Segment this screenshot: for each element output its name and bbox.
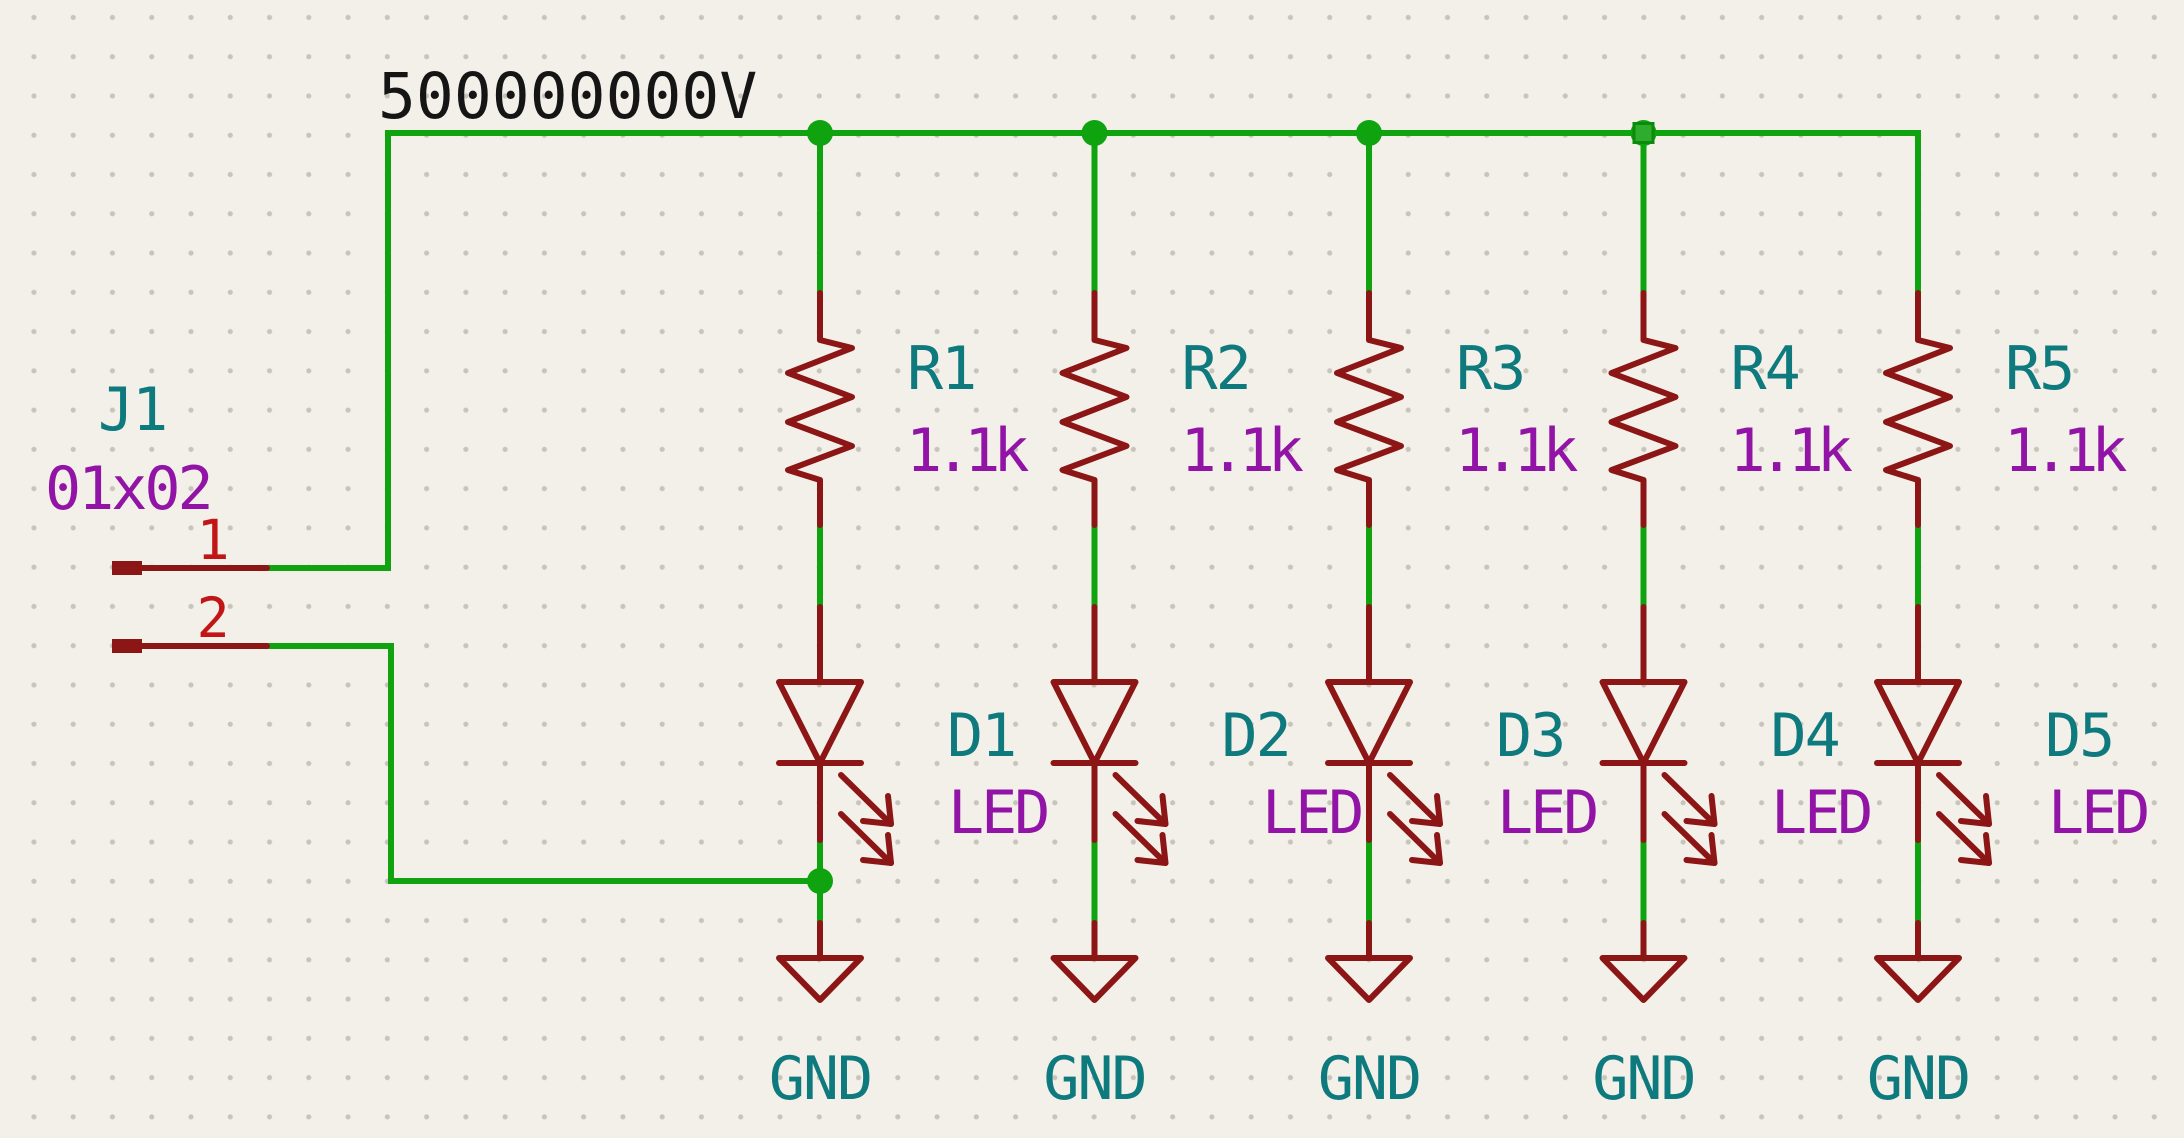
resistor-R5-symbol[interactable] [1883, 290, 1953, 528]
led-light-arrow [1661, 772, 1718, 827]
gnd-symbol[interactable] [776, 920, 864, 1003]
gnd-symbol[interactable] [1874, 920, 1962, 1003]
led-light-arrowhead [1134, 793, 1169, 827]
gnd-label[interactable]: GND [1867, 1044, 1971, 1114]
resistor-R4-symbol[interactable] [1608, 290, 1679, 528]
led-light-arrow [838, 772, 894, 827]
junction-dot[interactable] [807, 868, 833, 894]
led-value[interactable]: LED [1497, 778, 1599, 848]
led-D4-symbol[interactable] [1599, 604, 1718, 866]
led-light-arrowhead [1409, 793, 1443, 827]
gnd-label[interactable]: GND [1043, 1044, 1147, 1114]
junction-selection-square[interactable] [1632, 122, 1655, 144]
led-value[interactable]: LED [1771, 778, 1873, 848]
led-light-arrow [1112, 772, 1169, 827]
resistor-reference[interactable]: R1 [907, 334, 977, 404]
connector-pin1-pad[interactable] [112, 561, 142, 575]
led-D3-symbol[interactable] [1325, 604, 1443, 866]
junction-dot[interactable] [1356, 120, 1382, 146]
led-light-arrow [1387, 811, 1443, 866]
resistor-reference[interactable]: R2 [1182, 334, 1252, 404]
gnd-label[interactable]: GND [1592, 1044, 1696, 1114]
gnd-symbol[interactable] [1599, 920, 1688, 1003]
led-value[interactable]: LED [1262, 778, 1364, 848]
connector-J1-symbol[interactable] [112, 561, 270, 653]
gnd-label[interactable]: GND [1318, 1044, 1422, 1114]
resistor-value[interactable]: 1.1k [2004, 416, 2134, 486]
led-light-arrow [838, 811, 894, 866]
connector-value[interactable]: 01x02 [45, 454, 214, 524]
gnd-symbol[interactable] [1050, 920, 1139, 1003]
led-light-arrowhead [1683, 793, 1718, 827]
led-D2-symbol[interactable] [1050, 604, 1169, 866]
resistor-R3-symbol[interactable] [1334, 290, 1404, 528]
gnd-label[interactable]: GND [769, 1044, 873, 1114]
led-light-arrowhead [1683, 832, 1718, 866]
led-reference[interactable]: D4 [1771, 701, 1841, 771]
connector-pin2-pad[interactable] [112, 639, 142, 653]
resistor-value[interactable]: 1.1k [906, 416, 1036, 486]
wire-power-rail[interactable] [267, 130, 1921, 571]
led-light-arrowhead [1134, 832, 1169, 866]
gnd-symbol[interactable] [1325, 920, 1413, 1003]
led-light-arrow [1936, 811, 1992, 866]
led-light-arrow [1112, 811, 1169, 866]
led-value[interactable]: LED [948, 778, 1050, 848]
led-light-arrowhead [860, 832, 894, 866]
led-reference[interactable]: D5 [2045, 701, 2115, 771]
led-light-arrowhead [1958, 832, 1992, 866]
junction-dot[interactable] [807, 120, 833, 146]
resistor-reference[interactable]: R4 [1731, 334, 1801, 404]
resistor-R2-symbol[interactable] [1059, 290, 1130, 528]
resistor-R1-symbol[interactable] [785, 290, 855, 528]
led-light-arrow [1661, 811, 1718, 866]
resistor-reference[interactable]: R3 [1456, 334, 1526, 404]
led-reference[interactable]: D1 [947, 701, 1017, 771]
led-D1-symbol[interactable] [776, 604, 894, 866]
led-D5-symbol[interactable] [1874, 604, 1992, 866]
led-light-arrow [1387, 772, 1443, 827]
led-light-arrowhead [860, 793, 894, 827]
connector-pin1-number: 1 [196, 508, 227, 572]
resistor-value[interactable]: 1.1k [1730, 416, 1860, 486]
led-value[interactable]: LED [2048, 778, 2150, 848]
led-light-arrow [1936, 772, 1992, 827]
resistor-value[interactable]: 1.1k [1181, 416, 1311, 486]
led-light-arrowhead [1409, 832, 1443, 866]
connector-reference[interactable]: J1 [98, 375, 168, 445]
led-reference[interactable]: D3 [1496, 701, 1566, 771]
connector-pin2-number: 2 [196, 586, 227, 650]
power-net-label[interactable]: 500000000V [378, 60, 757, 133]
resistor-reference[interactable]: R5 [2005, 334, 2075, 404]
led-reference[interactable]: D2 [1222, 701, 1292, 771]
junction-dot[interactable] [1081, 120, 1108, 146]
led-light-arrowhead [1958, 793, 1992, 827]
resistor-value[interactable]: 1.1k [1455, 416, 1585, 486]
wire-return[interactable] [267, 643, 820, 884]
